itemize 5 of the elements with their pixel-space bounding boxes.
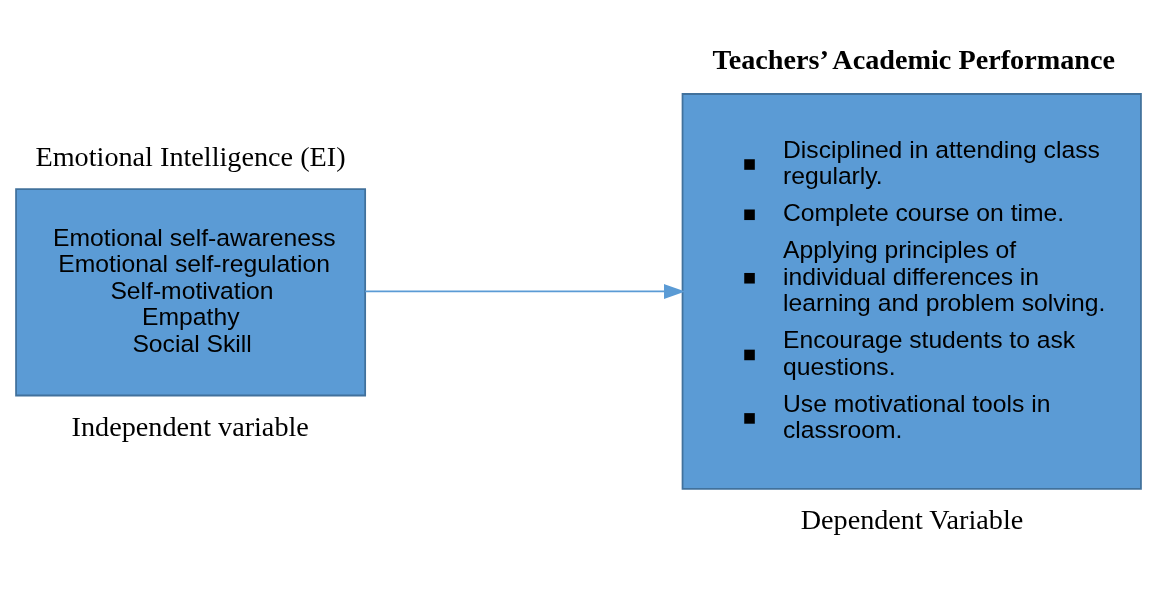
arrow (364, 284, 686, 299)
node-label: Dependent Variable (800, 504, 1024, 536)
node-label: Teachers’ Academic Performance (712, 43, 1116, 75)
node-label: Independent variable (71, 410, 309, 442)
node-label: Emotional Intelligence (EI) (35, 140, 346, 172)
